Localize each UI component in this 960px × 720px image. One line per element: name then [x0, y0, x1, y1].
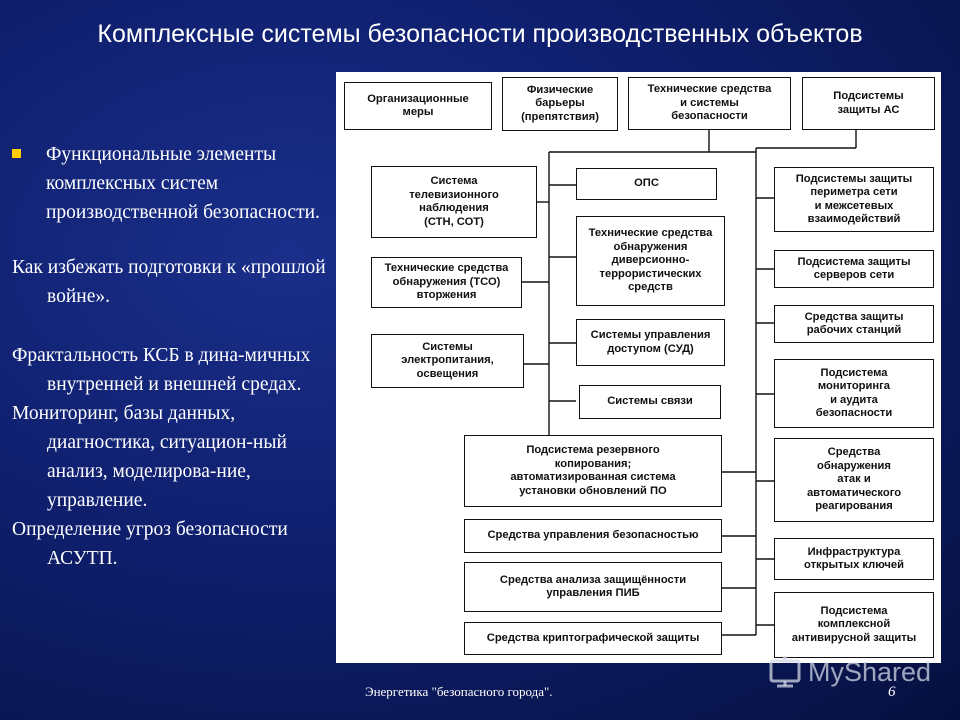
box-technical-means: Технические средства и системы безопасно… [628, 77, 791, 130]
footer-caption: Энергетика "безопасного города". [365, 684, 553, 699]
paragraph-fractality: Фрактальность КСБ в дина-мичных внутренн… [12, 345, 311, 395]
box-organizational-measures: Организационные меры [344, 82, 492, 130]
box-power-lighting: Системы электропитания, освещения [371, 334, 524, 388]
diagram-connector-lines [520, 130, 857, 636]
box-attack-detection: Средства обнаружения атак и автоматическ… [774, 438, 934, 522]
box-vulnerability-analysis: Средства анализа защищённости управления… [464, 562, 722, 612]
box-public-key-infrastructure: Инфраструктура открытых ключей [774, 538, 934, 580]
paragraph-threats: Определение угроз безопасности АСУТП. [12, 519, 288, 569]
presentation-icon [769, 656, 801, 688]
box-security-management: Средства управления безопасностью [464, 519, 722, 553]
box-backup-updates: Подсистема резервного копирования; автом… [464, 435, 722, 507]
box-server-protection: Подсистема защиты серверов сети [774, 250, 934, 288]
box-access-control: Системы управления доступом (СУД) [576, 319, 725, 366]
box-network-perimeter: Подсистемы защиты периметра сети и межсе… [774, 167, 934, 232]
page-number: 6 [888, 684, 896, 700]
box-physical-barriers: Физические барьеры (препятствия) [502, 77, 618, 131]
bullet-text: Функциональные элементы комплексных сист… [46, 144, 320, 223]
slide-title: Комплексные системы безопасности произво… [97, 20, 863, 48]
box-antivirus-protection: Подсистема комплексной антивирусной защи… [774, 592, 934, 658]
bullet-item: Функциональные элементы комплексных сист… [12, 140, 330, 227]
paragraph-prior-war: Как избежать подготовки к «прошлой войне… [12, 257, 326, 307]
bullet-square-icon [12, 149, 21, 158]
box-cryptographic-protection: Средства криптографической защиты [464, 622, 722, 655]
box-intrusion-detection: Технические средства обнаружения (ТСО) в… [371, 257, 522, 308]
watermark-logo: MyShared [768, 655, 931, 689]
box-ops: ОПС [576, 168, 717, 200]
box-workstation-protection: Средства защиты рабочих станций [774, 305, 934, 343]
security-structure-diagram: Организационные меры Физические барьеры … [336, 72, 941, 663]
left-text-block: Функциональные элементы комплексных сист… [12, 140, 330, 573]
box-tv-surveillance: Система телевизионного наблюдения (СТН, … [371, 166, 537, 238]
box-communication-systems: Системы связи [579, 385, 721, 419]
box-as-protection-subsystems: Подсистемы защиты АС [802, 77, 935, 130]
box-sabotage-detection: Технические средства обнаружения диверси… [576, 216, 725, 306]
watermark-text: MyShared [808, 656, 932, 687]
paragraph-monitoring: Мониторинг, базы данных, диагностика, си… [12, 403, 287, 511]
box-monitoring-audit: Подсистема мониторинга и аудита безопасн… [774, 359, 934, 428]
